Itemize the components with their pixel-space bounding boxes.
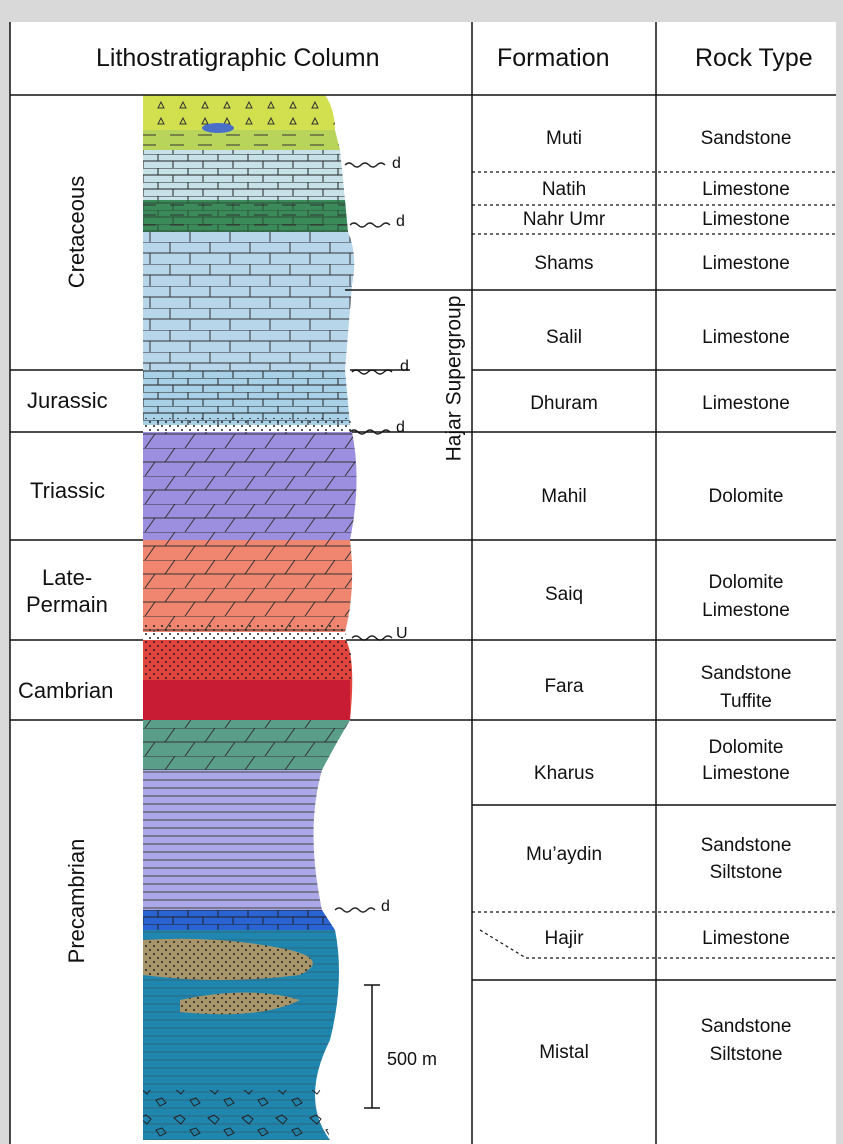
period-jurassic: Jurassic bbox=[27, 390, 108, 412]
formation-kharus: Kharus bbox=[472, 764, 656, 783]
rock-type-kharus-1: Dolomite bbox=[656, 738, 836, 757]
marker-d: d bbox=[392, 156, 401, 172]
rock-type-saiq-2: Limestone bbox=[656, 601, 836, 620]
rock-type-kharus-2: Limestone bbox=[656, 764, 836, 783]
period-precambrian: Precambrian bbox=[66, 831, 88, 971]
marker-d: d bbox=[396, 214, 405, 230]
header-rock-type: Rock Type bbox=[695, 46, 813, 71]
rock-type-dhuram: Limestone bbox=[656, 394, 836, 413]
marker-d: d bbox=[381, 899, 390, 915]
period-late-permian-line1: Late- bbox=[42, 567, 92, 589]
rock-type-muaydin-1: Sandstone bbox=[656, 836, 836, 855]
rock-type-mahil: Dolomite bbox=[656, 487, 836, 506]
rock-type-muti: Sandstone bbox=[656, 129, 836, 148]
marker-u: U bbox=[396, 626, 408, 642]
formation-hajir: Hajir bbox=[472, 929, 656, 948]
formation-muti: Muti bbox=[472, 129, 656, 148]
rock-type-saiq-1: Dolomite bbox=[656, 573, 836, 592]
period-triassic: Triassic bbox=[30, 480, 105, 502]
period-cambrian: Cambrian bbox=[18, 680, 113, 702]
rock-type-salil: Limestone bbox=[656, 328, 836, 347]
rock-type-nahr-umr: Limestone bbox=[656, 210, 836, 229]
period-cretaceous: Cretaceous bbox=[66, 172, 88, 292]
period-late-permian-line2: Permain bbox=[26, 594, 108, 616]
formation-salil: Salil bbox=[472, 328, 656, 347]
formation-mahil: Mahil bbox=[472, 487, 656, 506]
formation-nahr-umr: Nahr Umr bbox=[472, 210, 656, 229]
formation-saiq: Saiq bbox=[472, 585, 656, 604]
formation-muaydin: Mu’aydin bbox=[472, 845, 656, 864]
rock-type-mistal-2: Siltstone bbox=[656, 1045, 836, 1064]
rock-type-fara-1: Sandstone bbox=[656, 664, 836, 683]
formation-fara: Fara bbox=[472, 677, 656, 696]
group-hajar-supergroup: Hajar Supergroup bbox=[444, 289, 465, 469]
rock-type-mistal-1: Sandstone bbox=[656, 1017, 836, 1036]
formation-dhuram: Dhuram bbox=[472, 394, 656, 413]
scale-label: 500 m bbox=[387, 1050, 437, 1068]
marker-d: d bbox=[400, 359, 409, 375]
formation-shams: Shams bbox=[472, 254, 656, 273]
header-lithostratigraphic-column: Lithostratigraphic Column bbox=[96, 46, 379, 71]
marker-d: d bbox=[396, 420, 405, 436]
rock-column bbox=[143, 95, 357, 1140]
formation-natih: Natih bbox=[472, 180, 656, 199]
formation-mistal: Mistal bbox=[472, 1043, 656, 1062]
rock-type-shams: Limestone bbox=[656, 254, 836, 273]
rock-type-natih: Limestone bbox=[656, 180, 836, 199]
rock-type-hajir: Limestone bbox=[656, 929, 836, 948]
header-formation: Formation bbox=[497, 46, 610, 71]
rock-type-fara-2: Tuffite bbox=[656, 692, 836, 711]
rock-type-muaydin-2: Siltstone bbox=[656, 863, 836, 882]
